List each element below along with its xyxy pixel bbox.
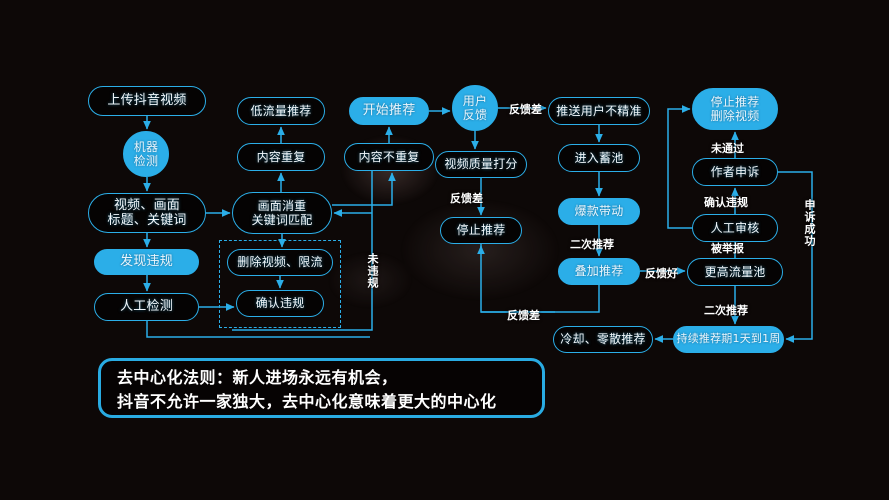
node-push_imprec[interactable]: 推送用户不精准 xyxy=(548,97,650,125)
edge-label-second_rec_m: 二次推荐 xyxy=(570,238,614,251)
node-stop_rec_mid[interactable]: 停止推荐 xyxy=(440,217,522,244)
node-content_dup[interactable]: 内容重复 xyxy=(237,143,325,171)
node-stop_delete[interactable]: 停止推荐 删除视频 xyxy=(692,88,778,130)
node-cool_scatter[interactable]: 冷却、零散推荐 xyxy=(553,326,653,353)
node-delete_limit[interactable]: 删除视频、限流 xyxy=(227,249,333,276)
node-low_flow[interactable]: 低流量推荐 xyxy=(237,97,325,125)
node-start_rec[interactable]: 开始推荐 xyxy=(349,97,429,125)
caption-line-2: 抖音不允许一家独大，去中心化意味着更大的中心化 xyxy=(117,392,497,411)
node-manual_check[interactable]: 人工检测 xyxy=(94,293,199,321)
node-higher_pool[interactable]: 更高流量池 xyxy=(687,258,783,286)
edge-label-not_pass: 未通过 xyxy=(711,142,744,155)
node-continue_rec[interactable]: 持续推荐期1天到1周 xyxy=(673,326,784,353)
edge-label-fb_bad_2: 反馈差 xyxy=(450,192,483,205)
node-manual_review[interactable]: 人工审核 xyxy=(692,214,778,242)
node-dedup_match[interactable]: 画面消重 关键词匹配 xyxy=(232,192,332,234)
violation-handling-group xyxy=(219,240,341,328)
edge-label-no_violate: 未违规 xyxy=(366,253,379,289)
node-enter_pool[interactable]: 进入蓄池 xyxy=(558,144,640,172)
node-machine_check[interactable]: 机器 检测 xyxy=(123,131,169,177)
node-hit_drive[interactable]: 爆款带动 xyxy=(558,198,640,225)
node-confirm_viol[interactable]: 确认违规 xyxy=(236,290,324,317)
node-author_appeal[interactable]: 作者申诉 xyxy=(692,158,778,186)
edge-label-second_rec_r: 二次推荐 xyxy=(704,304,748,317)
edge-label-fb_good: 反馈好 xyxy=(645,267,678,280)
edge-label-reported: 被举报 xyxy=(711,242,744,255)
edge-label-appeal_ok: 申诉成功 xyxy=(803,199,816,247)
node-found_violate[interactable]: 发现违规 xyxy=(94,249,199,275)
node-user_feedback[interactable]: 用户 反馈 xyxy=(452,85,498,131)
caption-line-1: 去中心化法则：新人进场永远有机会， xyxy=(117,368,398,387)
caption-box: 去中心化法则：新人进场永远有机会， 抖音不允许一家独大，去中心化意味着更大的中心… xyxy=(98,358,545,418)
node-upload[interactable]: 上传抖音视频 xyxy=(88,86,206,116)
edge-label-fb_bad_3: 反馈差 xyxy=(507,309,540,322)
edge-label-fb_bad_1: 反馈差 xyxy=(509,103,542,116)
node-stack_rec[interactable]: 叠加推荐 xyxy=(558,258,640,285)
node-quality_score[interactable]: 视频质量打分 xyxy=(435,151,527,178)
node-content_uniq[interactable]: 内容不重复 xyxy=(344,143,434,171)
edge-label-confirm_v: 确认违规 xyxy=(704,196,748,209)
node-video_meta[interactable]: 视频、画面 标题、关键词 xyxy=(88,193,206,233)
